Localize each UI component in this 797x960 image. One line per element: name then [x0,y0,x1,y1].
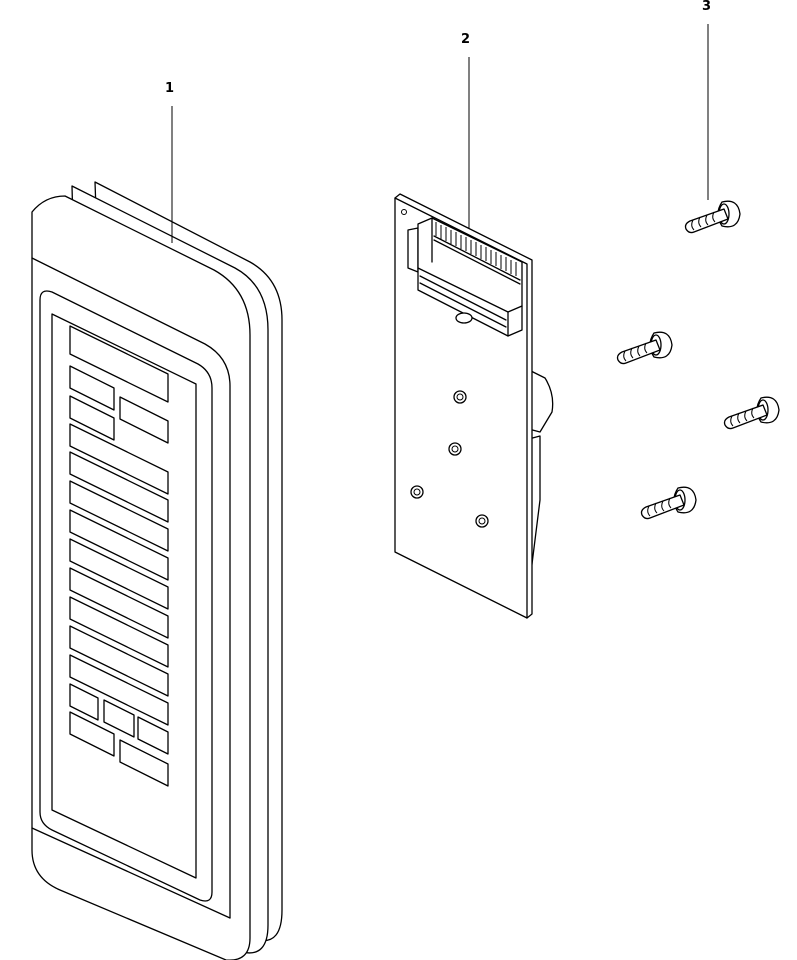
keypad-key [69,480,169,552]
screw-middle-right [723,396,780,430]
mounting-screws [616,200,780,520]
keypad-key [69,654,169,726]
keypad-key [69,567,169,639]
keypad-buttons [69,325,169,787]
keypad-key [119,396,169,444]
housing-bezel-inner-edge [31,257,231,919]
callout-label-2: 2 [461,32,471,47]
keypad-key [119,739,169,787]
keypad-key [69,451,169,523]
keypad-key [69,538,169,610]
control-panel-housing [31,181,283,960]
keypad-key [69,625,169,697]
keypad-key [69,596,169,668]
keypad-key [69,683,99,721]
keypad-key [69,711,115,757]
keypad-key [137,716,169,755]
keypad-key [103,699,135,738]
callout-label-1: 1 [165,81,175,96]
screw-upper-right [684,200,741,234]
screw-middle-left [616,331,673,365]
screw-lower [640,486,697,520]
keypad-key [69,395,115,441]
board-mounting-bosses [410,390,489,528]
board-mount-hole [401,209,407,215]
keypad-display-window [69,325,169,403]
keypad-key [69,365,115,411]
keypad-key [69,509,169,581]
keypad-key [69,423,169,495]
connector-pins [435,222,517,276]
board-standoff [455,312,473,324]
control-circuit-board [394,193,554,619]
callout-label-3: 3 [702,0,712,14]
keypad-frame-inner [51,313,197,879]
board-connector [407,217,523,337]
housing-bezel-lower-edge [31,827,231,919]
